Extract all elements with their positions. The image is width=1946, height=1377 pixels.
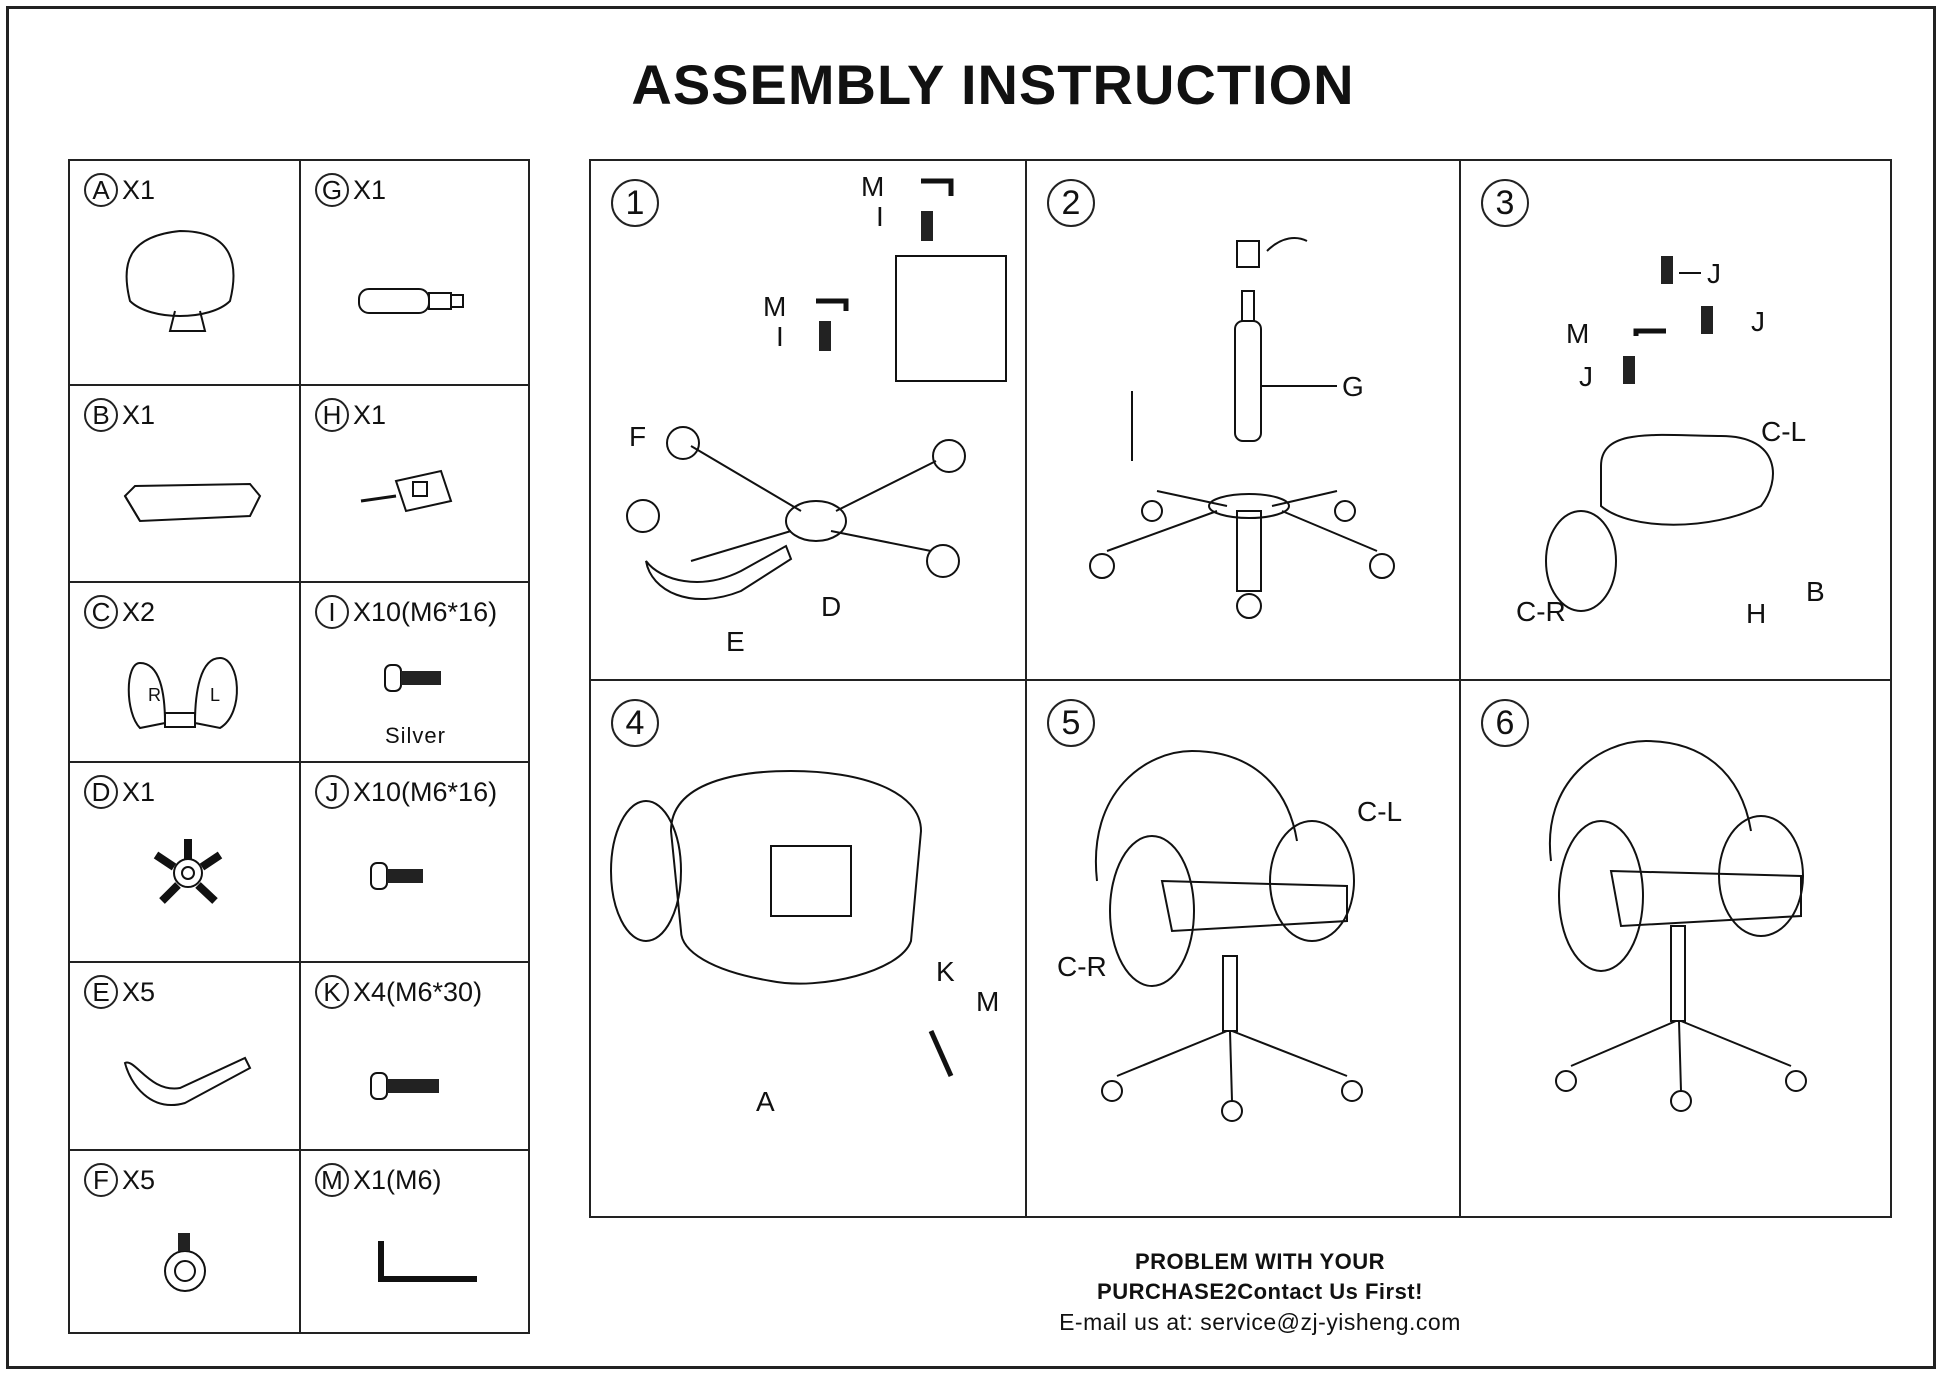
step-1-number: 1 [611,179,659,227]
svg-text:C-R: C-R [1057,951,1107,982]
step-5-diagram: C-L C-R [1057,749,1402,1122]
steps-grid: 1 M I M I F E D 2 [589,159,1892,1218]
svg-text:J: J [1751,306,1765,337]
svg-text:M: M [763,291,786,322]
svg-text:C-L: C-L [1761,416,1806,447]
screw-i-illustration [384,664,441,692]
step-3-number: 3 [1481,179,1529,227]
svg-text:I: I [776,321,784,352]
hub-illustration [153,839,223,904]
step-4-diagram: K M A [610,769,999,1117]
step-2: 2 G [1027,161,1461,679]
screw-k-illustration [370,1072,439,1100]
caster-illustration [164,1233,206,1292]
svg-text:A: A [756,1086,775,1117]
svg-text:B: B [1806,576,1825,607]
svg-text:K: K [936,956,955,987]
step-6-diagram [1548,739,1807,1112]
step-1: 1 M I M I F E D [591,161,1025,679]
step-2-diagram: G [1089,237,1395,619]
step-4: 4 K M A [591,681,1025,1199]
page-title: ASSEMBLY INSTRUCTION [631,53,1355,116]
base-leg-illustration [123,1056,252,1106]
svg-text:H: H [1746,598,1766,629]
step-6-number: 6 [1481,699,1529,747]
step-1-diagram: M I M I F E D [626,171,1007,657]
step-3-diagram: J M J J C-L C-R H B [1516,256,1825,629]
step-2-number: 2 [1047,179,1095,227]
svg-text:I: I [876,201,884,232]
svg-text:J: J [1579,361,1593,392]
footer-line-2: PURCHASE2Contact Us First! [1097,1279,1423,1304]
hex-key-illustration [378,1241,477,1282]
armrests-illustration: R L [127,656,238,730]
svg-text:G: G [1342,371,1364,402]
svg-text:F: F [629,421,646,452]
part-i-note: Silver [384,723,446,748]
svg-text:M: M [1566,318,1589,349]
svg-text:E: E [726,626,745,657]
svg-text:L: L [210,685,220,705]
gas-lift-illustration [358,288,464,314]
step-6: 6 [1461,681,1895,1199]
svg-text:R: R [148,685,161,705]
step-5-number: 5 [1047,699,1095,747]
backrest-illustration [125,229,235,332]
seat-illustration [123,482,262,523]
page-border [6,6,1936,1369]
mechanism-plate-illustration [360,469,453,513]
svg-text:C-L: C-L [1357,796,1402,827]
svg-text:C-R: C-R [1516,596,1566,627]
footer-email[interactable]: E-mail us at: service@zj-yisheng.com [1059,1309,1461,1335]
svg-text:D: D [821,591,841,622]
footer-line-1: PROBLEM WITH YOUR [1134,1249,1386,1274]
contact-footer: PROBLEM WITH YOUR PURCHASE2Contact Us Fi… [950,1247,1570,1337]
step-3: 3 J M J J C-L C-R H B [1461,161,1895,679]
svg-text:J: J [1707,258,1721,289]
step-5: 5 C-L C-R [1027,681,1461,1199]
svg-text:M: M [861,171,884,202]
svg-text:M: M [976,986,999,1017]
screw-j-illustration [370,862,423,890]
step-4-number: 4 [611,699,659,747]
